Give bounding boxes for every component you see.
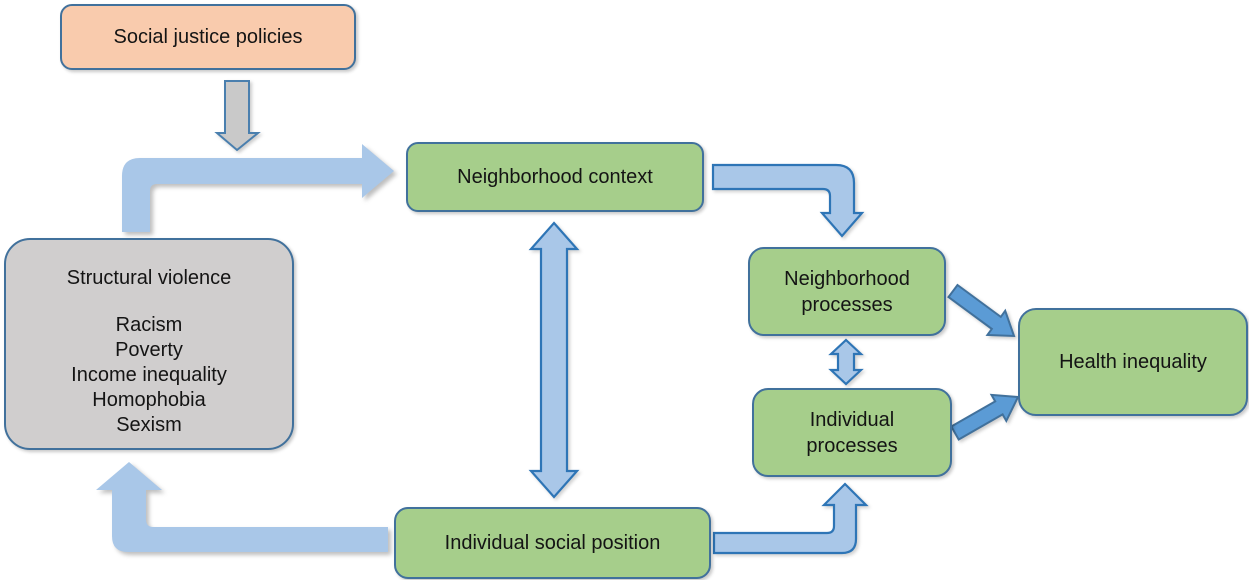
node-structural-violence: Structural violence Racism Poverty Incom… — [4, 238, 294, 450]
node-neighborhood-processes: Neighborhood processes — [748, 247, 946, 336]
node-neighborhood-context: Neighborhood context — [406, 142, 704, 212]
individual-social-position-label: Individual social position — [444, 532, 661, 554]
node-individual-processes: Individual processes — [752, 388, 952, 477]
arrow-context-to-neighborhood-processes-icon — [711, 163, 865, 238]
structural-violence-title: Structural violence — [66, 267, 232, 289]
health-inequality-label: Health inequality — [1059, 351, 1207, 373]
arrow-social-position-to-individual-processes-icon — [712, 482, 869, 555]
structural-violence-item-racism: Racism — [115, 314, 183, 336]
neighborhood-processes-label: Neighborhood processes — [784, 267, 910, 316]
arrow-processes-double-icon — [828, 338, 864, 386]
arrow-context-social-position-double-icon — [528, 221, 580, 499]
arrow-social-justice-to-structural-violence-icon — [214, 80, 261, 152]
structural-violence-item-sexism: Sexism — [116, 414, 182, 436]
structural-violence-item-poverty: Poverty — [115, 339, 183, 361]
arrow-individual-processes-to-health-inequality-icon — [949, 393, 1020, 441]
node-individual-social-position: Individual social position — [394, 507, 711, 579]
individual-processes-label: Individual processes — [806, 408, 898, 457]
structural-violence-item-income-inequality: Income inequality — [71, 364, 227, 386]
neighborhood-context-label: Neighborhood context — [457, 166, 653, 188]
arrow-neighborhood-processes-to-health-inequality-icon — [947, 283, 1016, 338]
structural-violence-item-homophobia: Homophobia — [92, 389, 206, 411]
social-justice-policies-label: Social justice policies — [113, 26, 303, 48]
arrow-individual-social-position-to-structural-violence-icon — [96, 462, 388, 552]
arrow-structural-violence-to-neighborhood-context-icon — [122, 144, 394, 232]
node-social-justice-policies: Social justice policies — [60, 4, 356, 70]
node-health-inequality: Health inequality — [1018, 308, 1248, 416]
